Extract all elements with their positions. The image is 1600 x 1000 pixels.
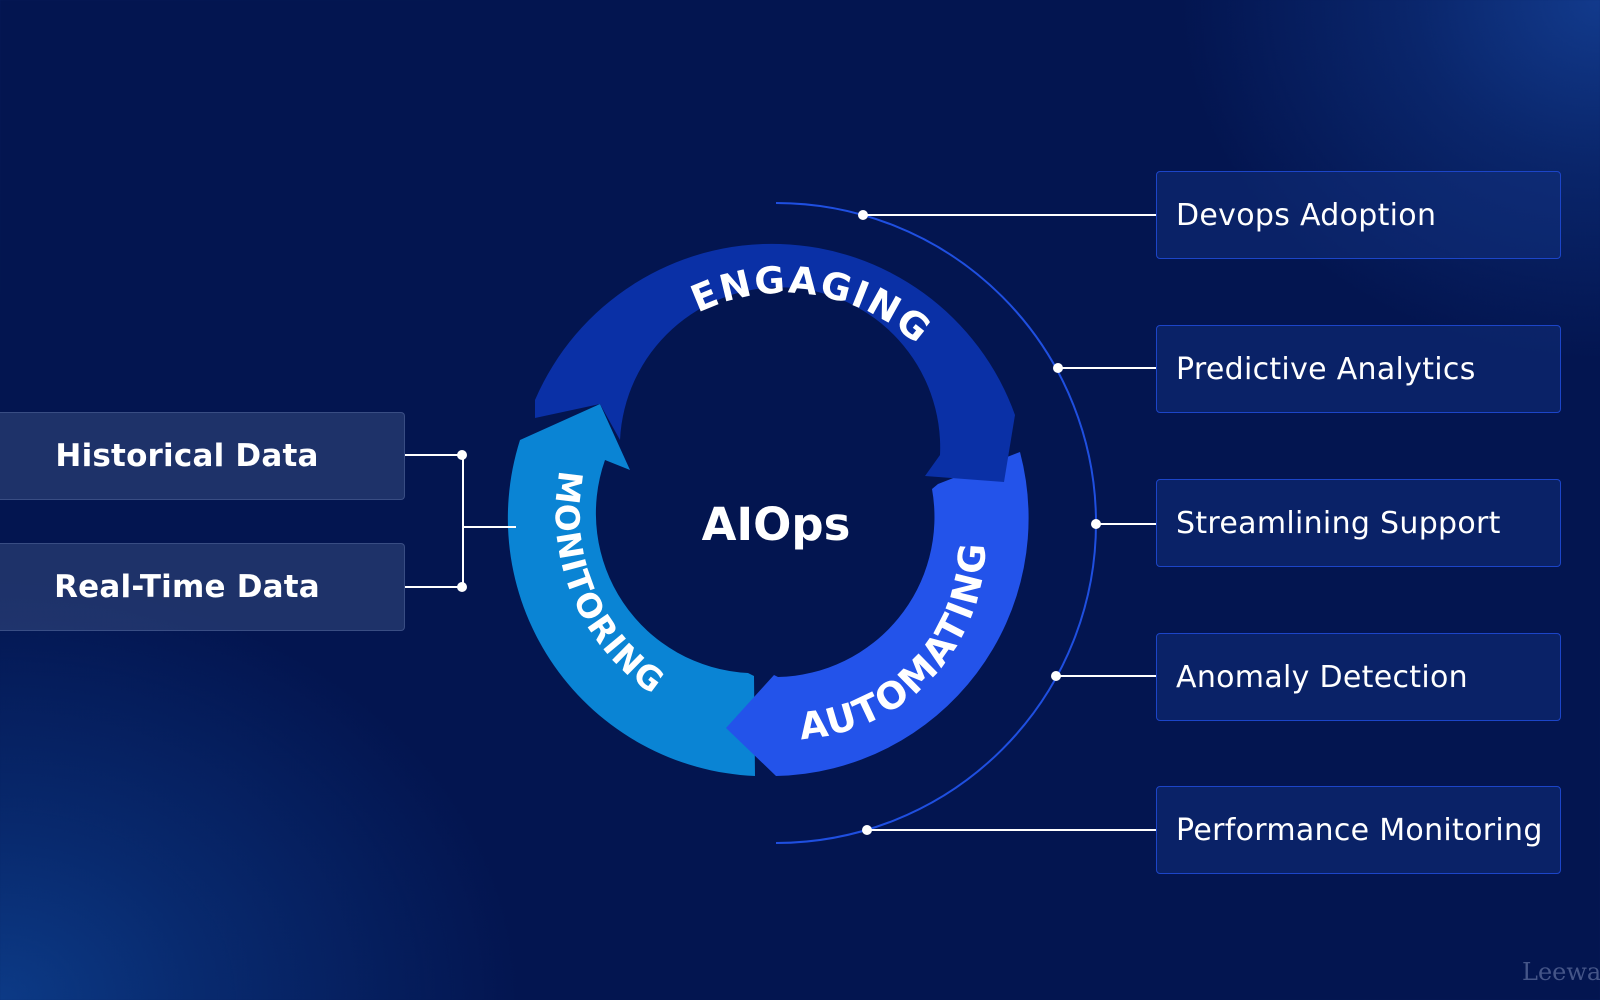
outcome-connector-dot xyxy=(1053,363,1063,373)
outcome-box-devops-adoption: Devops Adoption xyxy=(1156,171,1561,259)
outcome-label: Performance Monitoring xyxy=(1176,812,1543,848)
input-label: Real-Time Data xyxy=(54,569,320,605)
outcome-label: Predictive Analytics xyxy=(1176,351,1476,387)
input-label: Historical Data xyxy=(55,438,319,474)
outcome-connector-dot xyxy=(858,210,868,220)
monitoring-arrow xyxy=(507,404,755,776)
outcome-box-performance-monitoring: Performance Monitoring xyxy=(1156,786,1561,874)
outcome-label: Streamlining Support xyxy=(1176,505,1501,541)
engaging-label: ENGAGING xyxy=(685,258,940,352)
engaging-arrow xyxy=(535,243,1015,482)
outcome-label: Devops Adoption xyxy=(1176,197,1437,233)
outcome-connectors xyxy=(863,214,1156,831)
center-label: AIOps xyxy=(702,498,851,551)
automating-arrow xyxy=(726,452,1029,776)
outcome-connector-dot xyxy=(1091,519,1101,529)
outcome-connector-dot xyxy=(862,825,872,835)
input-box-real-time-data: Real-Time Data xyxy=(0,543,405,631)
input-box-historical-data: Historical Data xyxy=(0,412,405,500)
outcome-connector-dot xyxy=(1051,671,1061,681)
watermark: Leewa xyxy=(1522,958,1600,986)
outcome-box-streamlining-support: Streamlining Support xyxy=(1156,479,1561,567)
input-connector-dot xyxy=(457,582,467,592)
outcome-box-predictive-analytics: Predictive Analytics xyxy=(1156,325,1561,413)
outcome-box-anomaly-detection: Anomaly Detection xyxy=(1156,633,1561,721)
input-connector xyxy=(405,454,516,588)
outcome-label: Anomaly Detection xyxy=(1176,659,1468,695)
input-connector-dot xyxy=(457,450,467,460)
